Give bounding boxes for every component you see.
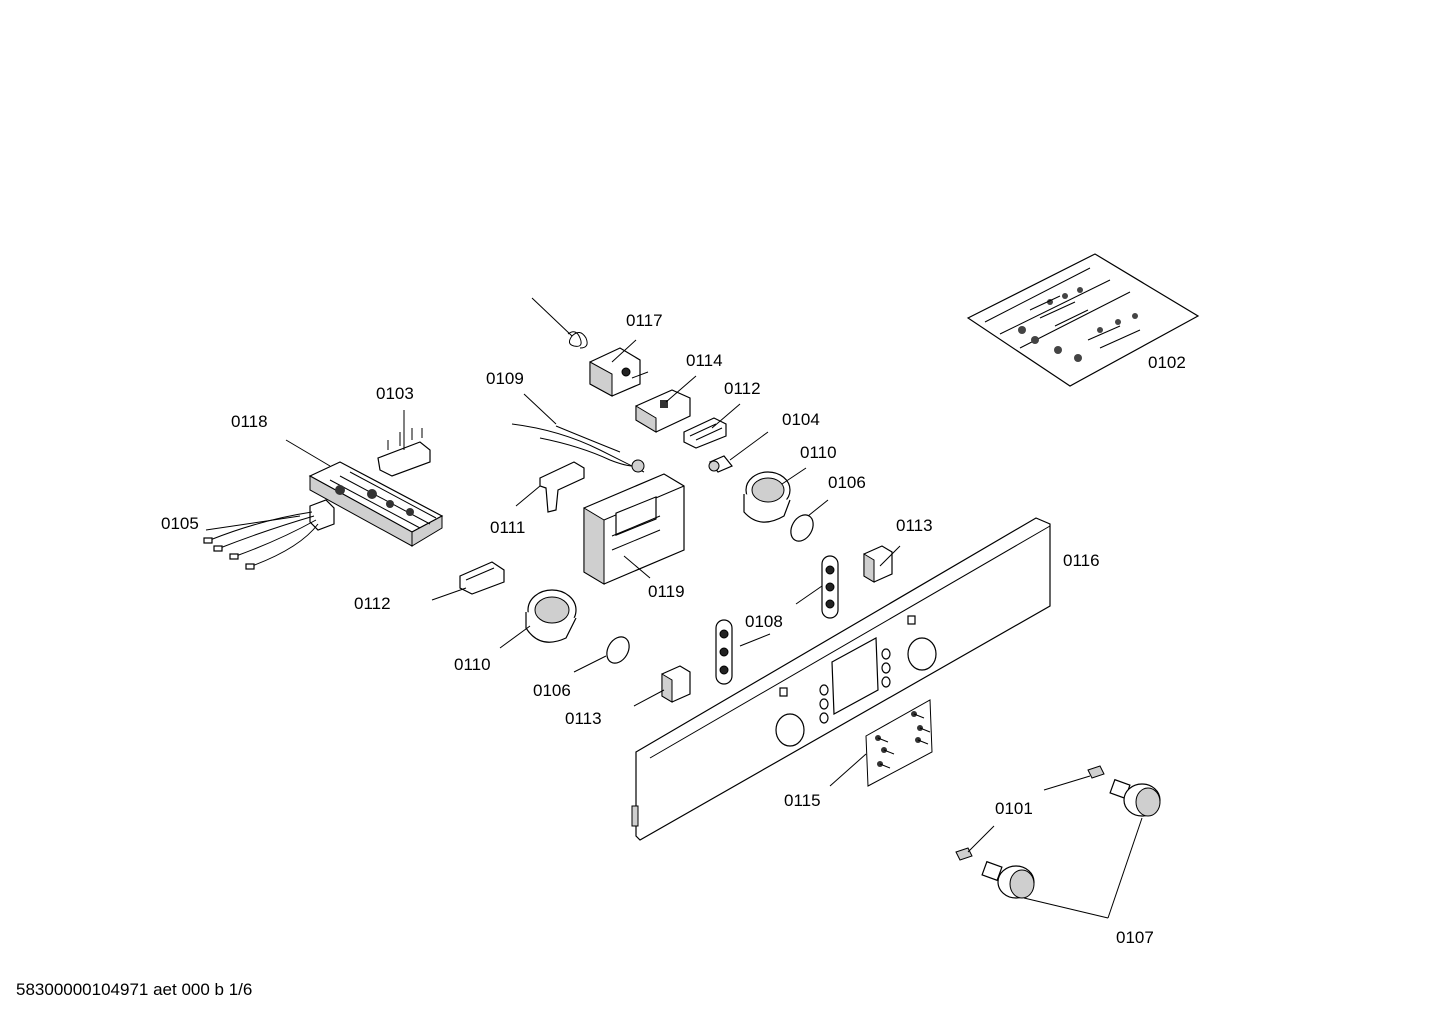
label-0113-upper: 0113	[896, 516, 933, 535]
label-0110-upper: 0110	[800, 443, 837, 462]
label-0115: 0115	[784, 791, 821, 810]
label-0116: 0116	[1063, 551, 1100, 570]
label-0105: 0105	[161, 514, 199, 533]
label-0111: 0111	[490, 518, 525, 537]
part-labels: 0117 0114 0112 0104 0110 0106 0109 0103 …	[161, 311, 1186, 947]
label-0112-lower: 0112	[354, 594, 391, 613]
label-0113-lower: 0113	[565, 709, 602, 728]
part-0119-timer-module	[583, 473, 685, 585]
part-0106-ring-lower	[606, 636, 630, 664]
document-reference: 58300000104971 aet 000 b 1/6	[16, 980, 253, 999]
part-0108-light-guide-left	[715, 619, 733, 685]
part-0102-screw-bag	[966, 253, 1200, 387]
part-0103-terminal	[377, 428, 431, 477]
label-0101: 0101	[995, 799, 1033, 818]
label-0106-lower: 0106	[533, 681, 571, 700]
part-0101-knob-insert-right	[1087, 765, 1105, 779]
part-0117-thermostat	[531, 297, 649, 397]
part-0107-knob-right	[1109, 778, 1161, 817]
label-0112-upper: 0112	[724, 379, 761, 398]
part-0110-sleeve-upper	[743, 471, 791, 523]
label-0104: 0104	[782, 410, 820, 429]
label-0110-lower: 0110	[454, 655, 491, 674]
label-0102: 0102	[1148, 353, 1186, 372]
part-0101-knob-insert-left	[955, 847, 973, 861]
part-0113-switch-upper	[863, 545, 893, 583]
part-0105-wire-connector	[203, 499, 335, 570]
label-0109: 0109	[486, 369, 524, 388]
label-0117: 0117	[626, 311, 663, 330]
label-0108: 0108	[745, 612, 783, 631]
part-0109-harness	[511, 423, 645, 473]
part-0115-screws	[865, 699, 933, 787]
label-0107: 0107	[1116, 928, 1154, 947]
part-0113-switch-lower	[661, 665, 691, 703]
part-0110-sleeve-lower	[525, 589, 577, 643]
part-0111-holder	[539, 461, 585, 513]
part-0104-lamp	[708, 455, 733, 473]
label-0118: 0118	[231, 412, 268, 431]
part-0108-light-guide-right	[821, 555, 839, 619]
part-0112-clip-lower	[459, 561, 505, 595]
part-0114-bracket	[635, 389, 691, 433]
leader-lines	[205, 339, 1143, 919]
label-0103: 0103	[376, 384, 414, 403]
part-0112-clip-upper	[683, 417, 727, 449]
part-0107-knob-left	[981, 860, 1035, 899]
label-0119: 0119	[648, 582, 685, 601]
part-0106-ring-upper	[790, 514, 814, 542]
part-0118-switch-block	[308, 461, 444, 547]
label-0106-upper: 0106	[828, 473, 866, 492]
label-0114: 0114	[686, 351, 723, 370]
part-0116-control-panel	[631, 517, 1051, 841]
